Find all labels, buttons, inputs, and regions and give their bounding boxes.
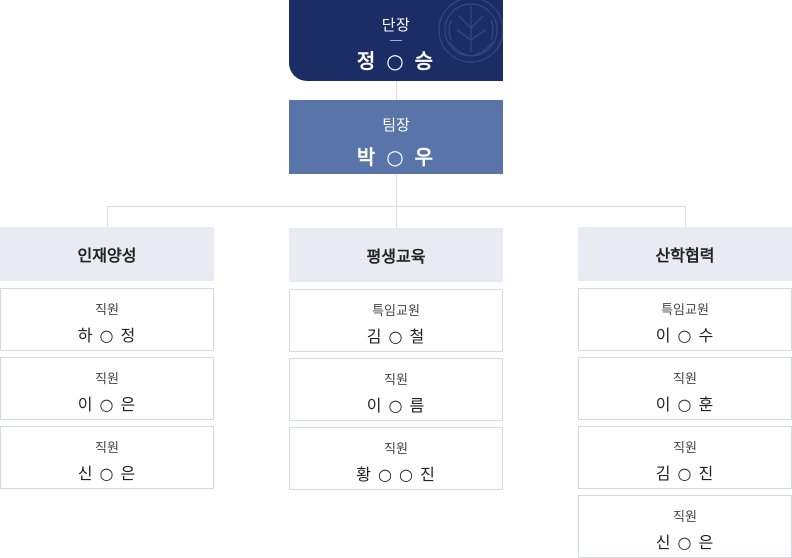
emblem-icon <box>438 0 503 63</box>
staff-role: 직원 <box>673 441 697 456</box>
staff-card: 직원 이 ○ 훈 <box>578 357 792 420</box>
staff-name: 이 ○ 수 <box>655 326 715 345</box>
staff-role: 직원 <box>95 441 119 456</box>
director-divider <box>390 40 402 41</box>
staff-name: 신 ○ 은 <box>77 464 137 483</box>
department-header-lifelong: 평생교육 <box>289 228 503 282</box>
staff-card: 특임교원 김 ○ 철 <box>289 289 503 352</box>
staff-role: 특임교원 <box>661 303 709 318</box>
team-lead-box: 팀장 박 ○ 우 <box>289 100 503 174</box>
staff-name: 김 ○ 진 <box>655 464 715 483</box>
connector-left-drop <box>107 206 108 227</box>
staff-name: 신 ○ 은 <box>655 533 715 552</box>
team-lead-role: 팀장 <box>382 116 410 134</box>
staff-card: 특임교원 이 ○ 수 <box>578 288 792 351</box>
staff-role: 직원 <box>95 303 119 318</box>
staff-name: 김 ○ 철 <box>366 327 426 346</box>
staff-name: 이 ○ 은 <box>77 395 137 414</box>
staff-card: 직원 신 ○ 은 <box>0 426 214 489</box>
staff-role: 직원 <box>673 372 697 387</box>
staff-name: 하 ○ 정 <box>77 326 137 345</box>
staff-card: 직원 신 ○ 은 <box>578 495 792 558</box>
staff-name: 이 ○ 름 <box>366 396 426 415</box>
director-role: 단장 <box>381 16 411 34</box>
staff-card: 직원 황 ○ ○ 진 <box>289 427 503 490</box>
staff-name: 황 ○ ○ 진 <box>356 465 436 484</box>
staff-role: 직원 <box>673 510 697 525</box>
staff-card: 직원 김 ○ 진 <box>578 426 792 489</box>
director-box: 단장 정 ○ 승 <box>289 0 503 81</box>
connector-head-to-lead <box>396 81 397 100</box>
staff-card: 직원 이 ○ 름 <box>289 358 503 421</box>
team-lead-name: 박 ○ 우 <box>356 145 436 169</box>
director-name: 정 ○ 승 <box>356 49 436 73</box>
staff-card: 직원 이 ○ 은 <box>0 357 214 420</box>
staff-role: 직원 <box>384 442 408 457</box>
connector-lead-down <box>396 174 397 228</box>
connector-right-drop <box>685 206 686 227</box>
staff-name: 이 ○ 훈 <box>655 395 715 414</box>
staff-role: 특임교원 <box>372 304 420 319</box>
staff-role: 직원 <box>95 372 119 387</box>
staff-card: 직원 하 ○ 정 <box>0 288 214 351</box>
staff-role: 직원 <box>384 373 408 388</box>
connector-horizontal <box>107 206 686 207</box>
department-header-talent: 인재양성 <box>0 227 214 281</box>
department-header-industry: 산학협력 <box>578 227 792 281</box>
